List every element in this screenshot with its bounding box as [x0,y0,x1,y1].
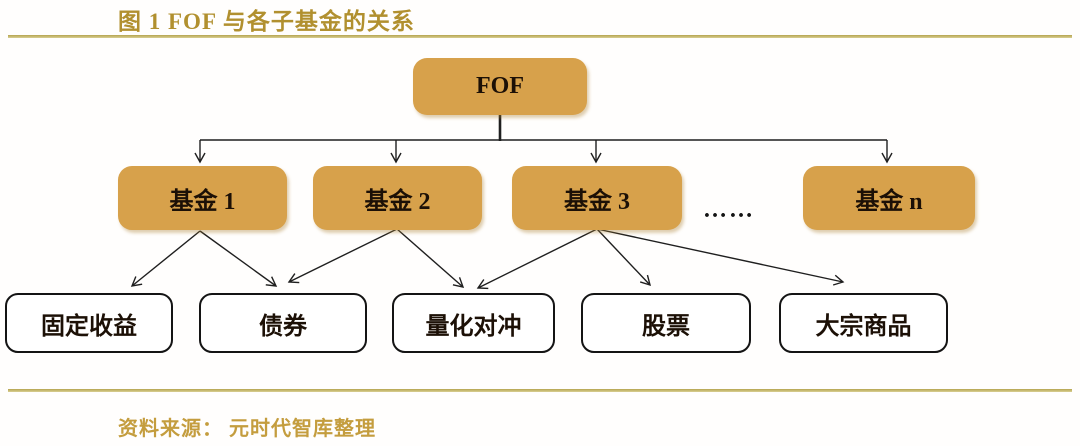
node-fund-n: 基金 n [803,166,975,230]
node-fof: FOF [413,58,587,115]
node-asset-fixed-income: 固定收益 [5,293,173,353]
edge-fund3-stock [596,228,651,287]
node-fund-1: 基金 1 [118,166,287,230]
node-asset-stock: 股票 [581,293,751,353]
node-asset-quant-hedge: 量化对冲 [392,293,555,353]
node-asset-commodity: 大宗商品 [779,293,948,353]
bottom-rule-divider [8,389,1072,392]
edge-fund1-bond [199,230,278,287]
node-fund-3: 基金 3 [512,166,682,230]
edge-fund2-quant [396,228,465,288]
node-fund-2: 基金 2 [313,166,482,230]
edge-fund2-bond [287,228,398,284]
node-asset-bond: 债券 [199,293,367,353]
edge-fund3-commodity [596,228,845,286]
edge-fund3-quant [476,228,598,290]
edge-fund1-fixedincome [130,230,201,287]
more-funds-ellipsis: …… [703,197,755,223]
figure-title: 图 1 FOF 与各子基金的关系 [118,9,415,34]
top-rule-divider [8,35,1072,38]
source-note: 资料来源： 元时代智库整理 [118,418,376,440]
